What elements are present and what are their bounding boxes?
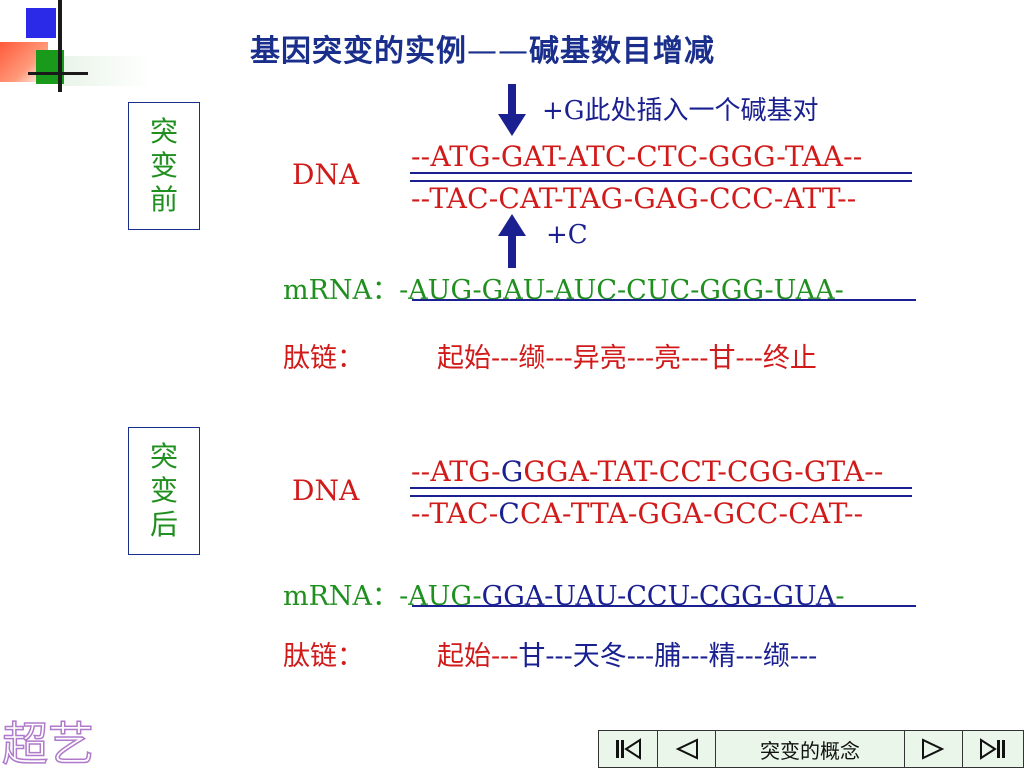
corner-decoration-fade bbox=[62, 56, 152, 86]
after-mutation-box: 突 变 后 bbox=[128, 427, 200, 555]
after-box-char-3: 后 bbox=[149, 508, 178, 541]
after-dna-top-b: GGA-TAT-CCT-CGG-GTA-- bbox=[523, 455, 884, 488]
before-mrna-underline bbox=[412, 299, 916, 301]
before-mrna-row: mRNA：-AUG-GAU-AUC-CUC-GGG-UAA- bbox=[283, 268, 844, 307]
after-peptide-label: 肽链： bbox=[283, 641, 364, 672]
after-dna-bottom-strand: --TAC-CCA-TTA-GGA-GCC-CAT-- bbox=[411, 497, 863, 530]
before-box-char-3: 前 bbox=[149, 183, 178, 216]
nav-prev-button[interactable] bbox=[658, 731, 717, 767]
after-dna-bottom-inserted-c: C bbox=[498, 497, 520, 530]
after-dna-top-inserted-g: G bbox=[500, 455, 524, 488]
before-mutation-box: 突 变 前 bbox=[128, 102, 200, 230]
before-dna-bottom-strand: --TAC-CAT-TAG-GAG-CCC-ATT-- bbox=[411, 182, 857, 215]
after-dna-top-strand: --ATG-GGGA-TAT-CCT-CGG-GTA-- bbox=[411, 455, 884, 488]
last-slide-icon bbox=[980, 738, 1006, 760]
corner-decoration-blue-square bbox=[26, 8, 56, 38]
after-dna-label: DNA bbox=[292, 474, 360, 507]
title-dash: —— bbox=[467, 34, 529, 69]
complement-note: +C bbox=[546, 220, 588, 250]
title-part2: 碱基数目增减 bbox=[529, 34, 715, 69]
slide-title: 基因突变的实例——碱基数目增减 bbox=[250, 26, 715, 70]
corner-decoration-horizontal-line bbox=[28, 72, 88, 75]
after-dna-bottom-a: --TAC- bbox=[411, 497, 499, 530]
before-peptide-seq: 起始---缬---异亮---亮---甘---终止 bbox=[437, 343, 817, 374]
after-peptide-seq: 起始---甘---天冬---脯---精---缬--- bbox=[437, 634, 817, 673]
complement-up-arrow-icon bbox=[498, 214, 526, 268]
after-mrna-seq-a: -AUG- bbox=[399, 581, 482, 612]
after-mrna-underline bbox=[412, 605, 916, 607]
after-box-char-1: 突 bbox=[149, 440, 178, 473]
title-part1: 基因突变的实例 bbox=[250, 34, 467, 69]
nav-last-button[interactable] bbox=[963, 731, 1023, 767]
before-box-char-1: 突 bbox=[149, 115, 178, 148]
after-dna-bottom-b: CA-TTA-GGA-GCC-CAT-- bbox=[520, 497, 864, 530]
insert-note: +G此处插入一个碱基对 bbox=[542, 96, 819, 126]
after-dna-double-line bbox=[410, 487, 912, 497]
slide-nav-bar: 突变的概念 bbox=[598, 730, 1024, 768]
before-dna-label: DNA bbox=[292, 158, 360, 191]
after-box-char-2: 变 bbox=[149, 474, 178, 507]
nav-current-slide-button[interactable]: 突变的概念 bbox=[716, 731, 905, 767]
nav-next-button[interactable] bbox=[905, 731, 964, 767]
after-dna-top-a: --ATG- bbox=[411, 455, 501, 488]
after-mrna-row: mRNA：-AUG-GGA-UAU-CCU-CGG-GUA- bbox=[283, 574, 844, 613]
before-box-char-2: 变 bbox=[149, 149, 178, 182]
before-peptide-label: 肽链： bbox=[283, 343, 364, 374]
logo-text: 超艺 bbox=[2, 717, 94, 768]
logo: 超艺 bbox=[1, 716, 95, 768]
prev-slide-icon bbox=[675, 738, 698, 760]
after-mrna-seq-b: GGA-UAU-CCU-CGG-GUA bbox=[481, 581, 836, 612]
before-mrna-seq: -AUG-GAU-AUC-CUC-GGG-UAA- bbox=[399, 275, 844, 306]
before-mrna-label: mRNA： bbox=[283, 275, 400, 306]
after-mrna-label: mRNA： bbox=[283, 581, 400, 612]
before-dna-top-strand: --ATG-GAT-ATC-CTC-GGG-TAA-- bbox=[411, 140, 863, 173]
after-mrna-seq-c: - bbox=[835, 581, 845, 612]
corner-decoration-vertical-line bbox=[58, 0, 62, 92]
after-peptide-seq-a: 起始--- bbox=[437, 641, 519, 672]
before-dna-double-line bbox=[410, 172, 912, 182]
nav-first-button[interactable] bbox=[599, 731, 658, 767]
after-peptide-seq-b: 甘---天冬---脯---精---缬--- bbox=[518, 641, 818, 672]
nav-label: 突变的概念 bbox=[759, 738, 860, 763]
next-slide-icon bbox=[922, 738, 945, 760]
first-slide-icon bbox=[615, 738, 641, 760]
insert-down-arrow-icon bbox=[498, 84, 526, 136]
